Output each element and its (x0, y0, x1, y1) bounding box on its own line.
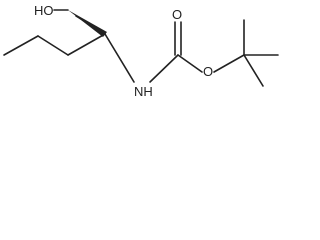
bond-o-tbu (213, 54, 245, 73)
bonds (3, 9, 279, 87)
bond-c-c3 (37, 35, 69, 56)
bond-c-c4 (3, 35, 39, 56)
label-carbonyl-oxygen: O (172, 7, 182, 22)
label-amine: NH (134, 84, 153, 99)
bond-tbu-me3 (243, 54, 264, 87)
bond-c-c1 (75, 15, 106, 35)
label-ester-oxygen: O (203, 64, 213, 79)
bond-c-n (104, 33, 135, 83)
bond-c-c2 (67, 33, 106, 56)
structure-drawing: HO NH O O (3, 3, 279, 99)
bond-c-o-ester (177, 54, 203, 73)
atom-labels: HO NH O O (34, 3, 213, 99)
label-hydroxyl: HO (34, 3, 54, 18)
bond-n-c (149, 54, 179, 83)
molecule-canvas: HO NH O O (0, 0, 284, 108)
